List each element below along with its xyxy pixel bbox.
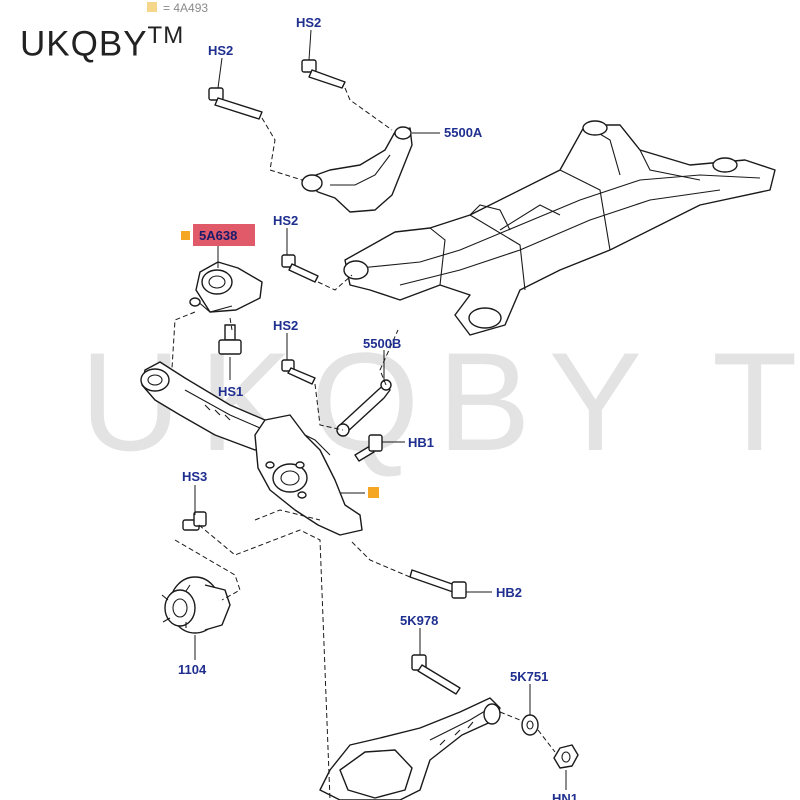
brand-watermark: UKQBYTM xyxy=(20,22,184,65)
label-5a638: 5A638 xyxy=(199,228,237,243)
assembly-lines xyxy=(171,274,556,800)
washer-5k751 xyxy=(521,714,539,736)
bolt-hb1 xyxy=(354,434,383,462)
label-5k751: 5K751 xyxy=(510,669,548,684)
bushing-orange-marker xyxy=(181,231,190,240)
bushing-5a638 xyxy=(189,261,263,313)
bolt-hs2-d xyxy=(281,359,316,385)
label-hs2-d: HS2 xyxy=(273,318,298,333)
orange-marker xyxy=(368,487,379,498)
label-hn1: HN1 xyxy=(552,791,578,800)
label-hs2-b: HS2 xyxy=(296,15,321,30)
bolt-hs2-a xyxy=(208,87,263,120)
trailing-arm xyxy=(140,361,271,451)
leader-lines xyxy=(194,29,567,790)
bolt-path-a xyxy=(261,117,303,181)
bolt-hs2-b xyxy=(301,59,346,89)
rear-subframe xyxy=(343,120,776,336)
label-hs2-c: HS2 xyxy=(273,213,298,228)
label-5k978: 5K978 xyxy=(400,613,438,628)
bolt-hs1 xyxy=(218,324,242,355)
legend-text: = 4A493 xyxy=(163,1,208,15)
upper-control-arm xyxy=(301,126,413,213)
link-5500b xyxy=(336,379,392,437)
bolt-hb2 xyxy=(409,569,467,599)
label-hb1: HB1 xyxy=(408,435,434,450)
knuckle xyxy=(254,414,363,536)
legend-marker xyxy=(147,2,157,12)
bushing-highlight-box xyxy=(193,224,255,246)
label-hs1: HS1 xyxy=(218,384,243,399)
label-hb2: HB2 xyxy=(496,585,522,600)
label-5500b: 5500B xyxy=(363,336,401,351)
label-1104: 1104 xyxy=(178,662,207,677)
label-hs3: HS3 xyxy=(182,469,207,484)
brand-text: UKQBY xyxy=(20,24,148,64)
label-5500a: 5500A xyxy=(444,125,483,140)
nut-hn1 xyxy=(553,744,579,769)
bolt-path-b xyxy=(344,87,393,131)
label-hs2-a: HS2 xyxy=(208,43,233,58)
brand-tm: TM xyxy=(147,22,185,49)
bolt-hs2-c xyxy=(281,254,319,283)
lower-control-arm xyxy=(319,697,501,800)
bolt-5k978 xyxy=(411,654,461,695)
wheel-hub-1104 xyxy=(161,576,231,634)
